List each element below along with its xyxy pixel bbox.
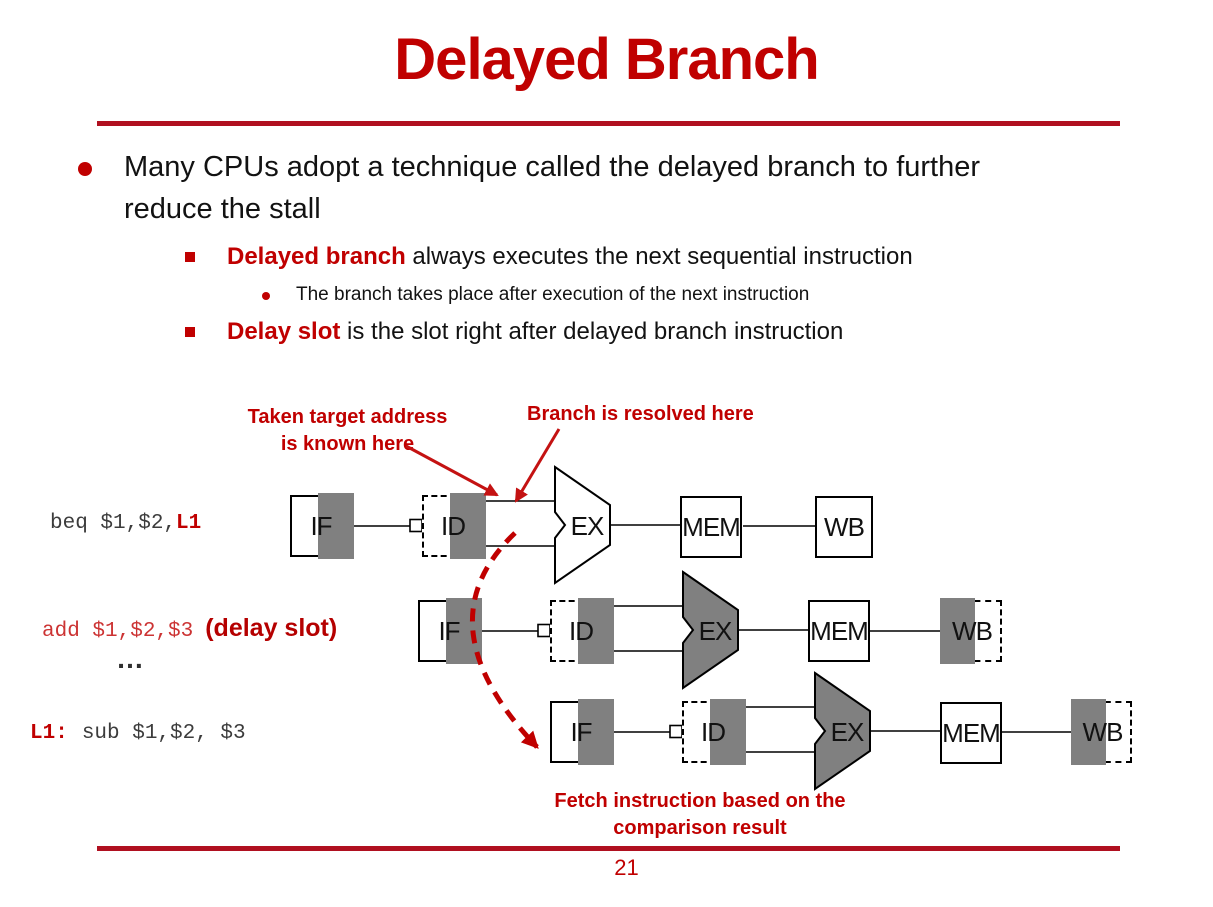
- stage-label-mem: MEM: [942, 717, 1001, 748]
- stage-label-mem: MEM: [682, 511, 741, 542]
- delayed-branch-rest: always executes the next sequential inst…: [405, 243, 913, 270]
- stage-label-wb: WB: [1082, 716, 1124, 747]
- annotation-fetch-instruction: Fetch instruction based on the compariso…: [515, 788, 885, 842]
- stage-label-wb: WB: [824, 511, 865, 542]
- stage-label-id: ID: [569, 615, 594, 646]
- bullet-main-line2: reduce the stall: [124, 193, 321, 226]
- stage-label-id: ID: [701, 716, 726, 747]
- bullet-main-line1: Many CPUs adopt a technique called the d…: [124, 151, 981, 183]
- stage-if-row3: IF: [550, 699, 614, 765]
- stage-wb-row2: WB: [940, 598, 1002, 664]
- beq-target-label: L1: [176, 512, 202, 535]
- bullet-delayed-branch: Delayed branch always executes the next …: [227, 243, 913, 271]
- delay-slot-rest: is the slot right after delayed branch i…: [340, 318, 844, 345]
- stage-label-if: IF: [310, 510, 332, 541]
- page-number: 21: [614, 855, 639, 880]
- stage-mem-row3: MEM: [940, 702, 1002, 764]
- annotation-taken-line2: is known here: [280, 433, 415, 455]
- add-code: add $1,$2,$3: [42, 620, 194, 643]
- stage-label-ex: EX: [830, 716, 865, 747]
- delayed-branch-term: Delayed branch: [227, 243, 406, 270]
- stage-label-ex: EX: [698, 615, 733, 646]
- instruction-sub: L1: sub $1,$2, $3: [30, 722, 246, 745]
- stage-wb-row1: WB: [815, 496, 873, 558]
- stage-gray-fill: [578, 699, 614, 765]
- delay-slot-note: (delay slot): [205, 614, 338, 642]
- stage-label-mem: MEM: [810, 615, 869, 646]
- stage-label-if: IF: [438, 615, 460, 646]
- annotation-taken-line1: Taken target address: [247, 406, 448, 428]
- beq-code: beq $1,$2,: [50, 512, 177, 535]
- stage-mem-row2: MEM: [808, 600, 870, 662]
- annotation-fetch-line1: Fetch instruction based on the: [554, 790, 846, 812]
- bullet-main: Many CPUs adopt a technique called the d…: [124, 146, 1144, 230]
- delay-slot-term: Delay slot: [227, 318, 341, 345]
- title-divider: [97, 121, 1120, 126]
- bullet-delay-slot: Delay slot is the slot right after delay…: [227, 318, 843, 346]
- annotation-branch-resolved: Branch is resolved here: [527, 403, 754, 425]
- sub-bullet-icon: [185, 327, 195, 337]
- fetch-based-on-comparison-curve-arrow: [470, 531, 539, 749]
- stage-body: [815, 496, 873, 558]
- branch-resolved-arrow: [514, 428, 561, 503]
- stage-gray-fill: [318, 493, 354, 559]
- instruction-ellipsis: …: [116, 643, 144, 674]
- stage-label-id: ID: [441, 510, 466, 541]
- stage-if-row1: IF: [290, 493, 354, 559]
- l1-label: L1:: [30, 722, 68, 745]
- stage-mem-row1: MEM: [680, 496, 742, 558]
- stage-id-row1: ID: [422, 493, 486, 559]
- stage-wb-row3: WB: [1071, 699, 1132, 765]
- sub-bullet-icon: [185, 252, 195, 262]
- sub-sub-bullet-icon: [262, 292, 270, 300]
- stage-label-wb: WB: [952, 615, 993, 646]
- stage-id-row2: ID: [550, 598, 614, 664]
- bullet-icon: [78, 162, 92, 176]
- bullet-branch-takes-place: The branch takes place after execution o…: [296, 284, 810, 305]
- page-title: Delayed Branch: [394, 27, 819, 92]
- stage-gray-fill: [1071, 699, 1106, 765]
- stage-label-if: IF: [570, 716, 592, 747]
- instruction-add: add $1,$2,$3 (delay slot): [42, 614, 337, 643]
- annotation-taken-target: Taken target address is known here: [225, 404, 470, 458]
- footer-divider: [97, 846, 1120, 851]
- stage-id-row3: ID: [682, 699, 746, 765]
- stage-label-ex: EX: [570, 510, 605, 541]
- annotation-fetch-line2: comparison result: [613, 817, 787, 839]
- instruction-beq: beq $1,$2,L1: [50, 512, 201, 535]
- stage-if-row2: IF: [418, 598, 482, 664]
- stage-gray-fill: [940, 598, 975, 664]
- sub-code: sub $1,$2, $3: [81, 722, 246, 745]
